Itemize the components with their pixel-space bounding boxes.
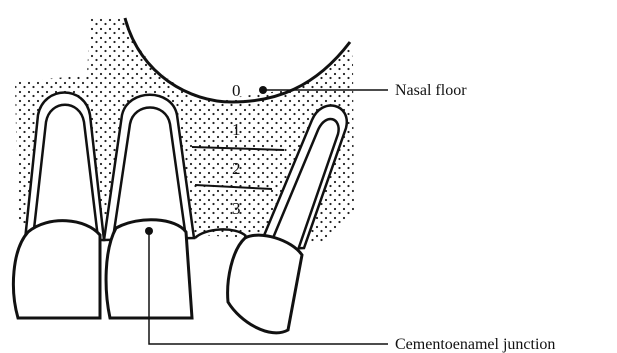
zone-label-0: 0 <box>232 81 241 100</box>
zone-label-3: 3 <box>232 199 241 218</box>
zone-label-1: 1 <box>232 120 241 139</box>
cej-label: Cementoenamel junction <box>395 336 555 353</box>
left-tooth-crown <box>13 221 100 318</box>
right-tooth-crown <box>228 235 302 333</box>
zone-label-2: 2 <box>232 159 241 178</box>
nasal-floor-label: Nasal floor <box>395 82 467 99</box>
